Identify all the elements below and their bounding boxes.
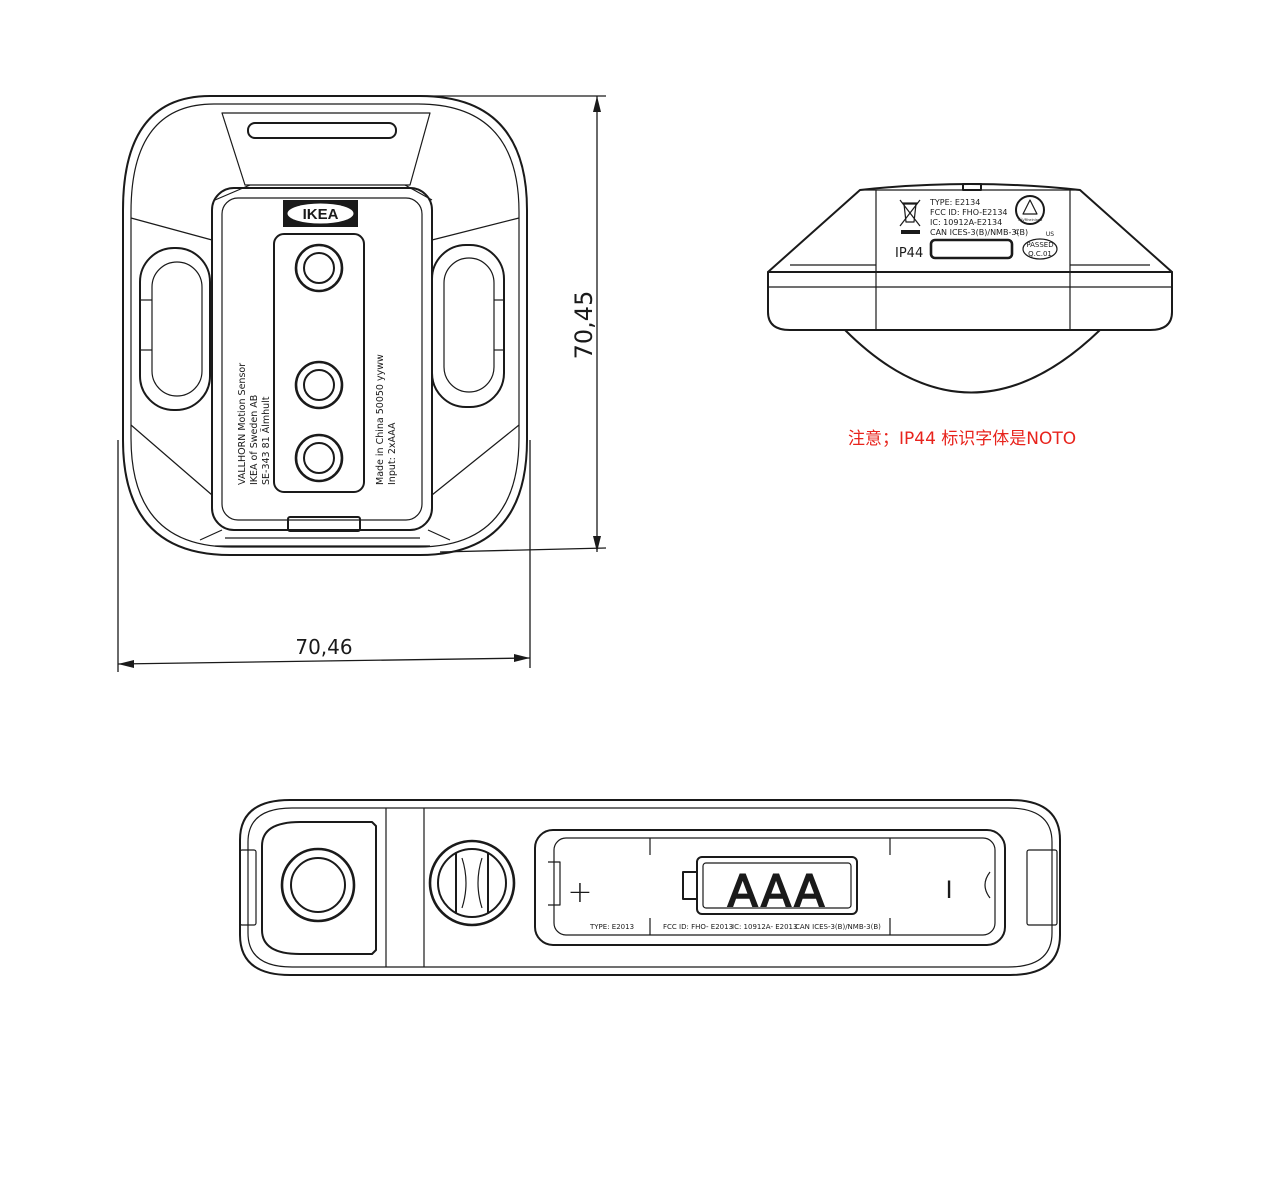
height-label: 70,45: [570, 291, 598, 360]
font-note: 注意；IP44 标识字体是NOTO: [848, 429, 1076, 449]
bevel-lines: [130, 184, 520, 541]
front-view: IKEA VALLHORN Motion Sensor IKEA of Swed…: [122, 95, 528, 556]
tuv-mark-text: TÜVRheinland: [1017, 217, 1043, 222]
front-inner-shell: [130, 103, 520, 548]
contact-top: [294, 243, 344, 293]
contact-bottom: [294, 433, 344, 483]
contact-plate: [273, 233, 365, 493]
width-label: 70,46: [295, 635, 352, 659]
battery-inner-shell: [247, 807, 1053, 968]
right-handle: [431, 244, 505, 408]
cert-c-text: C: [1015, 229, 1019, 236]
contact-middle: [294, 360, 344, 410]
battery-reg-text: TYPE: E2013 FCC ID: FHO- E2013 IC: 10912…: [589, 923, 881, 931]
svg-text:Q.C.01: Q.C.01: [1028, 250, 1052, 258]
aaa-label: AAA: [728, 866, 827, 917]
label-right: Made in China 50050 yyww Input: 2xAAA: [375, 351, 398, 485]
battery-compartment-outer: [534, 829, 1006, 946]
side-slot: [929, 238, 1014, 260]
side-dome: [844, 329, 1101, 394]
right-tab: [1026, 849, 1058, 926]
ip44-label: IP44: [895, 246, 923, 261]
left-compartment: [261, 821, 377, 955]
dimension-height: 70,45: [420, 95, 607, 553]
left-tab: [239, 849, 257, 926]
aaa-battery-icon: AAA: [682, 856, 858, 918]
weee-bin-icon: [899, 199, 921, 234]
label-left: VALLHORN Motion Sensor IKEA of Sweden AB…: [237, 360, 272, 485]
plus-symbol: +: [567, 875, 592, 910]
bottom-clip: [287, 516, 361, 532]
passed-badge: PASSED Q.C.01: [1022, 238, 1058, 260]
side-base: [767, 271, 1173, 331]
ikea-logo-text: IKEA: [303, 206, 339, 223]
top-slot: [247, 122, 397, 139]
side-view: TYPE: E2134 FCC ID: FHO-E2134 IC: 10912A…: [767, 183, 1173, 394]
svg-text:PASSED: PASSED: [1026, 241, 1053, 249]
tuv-cert-icon: TÜVRheinland C US: [1015, 195, 1054, 238]
center-panel-inner: [221, 197, 423, 521]
battery-outer-shell: [239, 799, 1061, 976]
minus-symbol: I: [945, 876, 952, 904]
cert-us-text: US: [1046, 231, 1054, 238]
screw-icon: [428, 839, 516, 927]
left-button-outer: [280, 847, 356, 923]
left-button-inner: [290, 857, 346, 913]
front-top-rim: [221, 112, 431, 186]
ikea-logo: IKEA: [283, 200, 358, 227]
left-handle: [139, 247, 211, 411]
dimension-width: 70,46: [117, 440, 531, 672]
battery-view: AAA + I TYPE: E2013 FCC ID: FHO- E2013 I…: [239, 799, 1061, 976]
front-outer-shell: [122, 95, 528, 556]
battery-compartment-inner: [553, 837, 996, 936]
side-reg-text: TYPE: E2134 FCC ID: FHO-E2134 IC: 10912A…: [929, 198, 1028, 237]
